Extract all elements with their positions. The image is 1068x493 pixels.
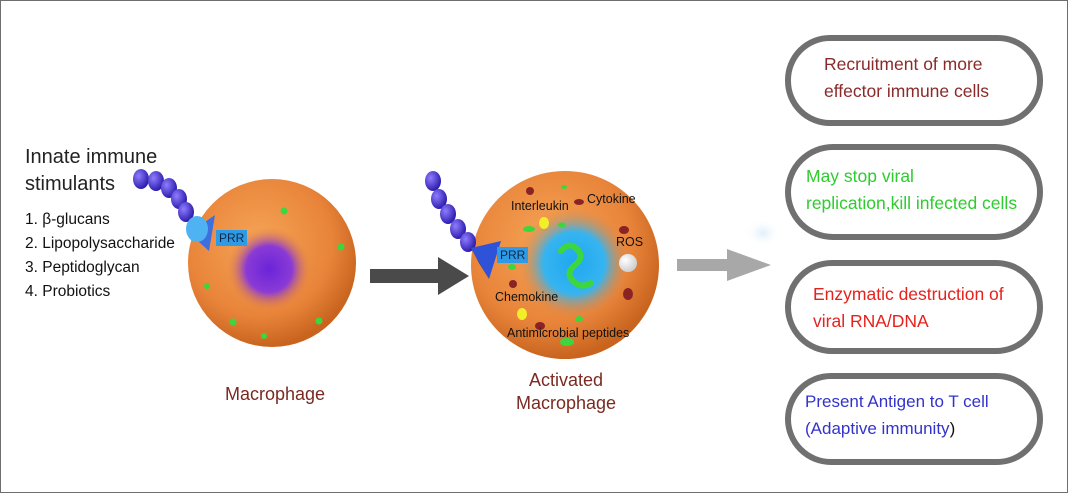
list-item: 2. Lipopolysaccharide (25, 235, 175, 252)
interleukin-label: Interleukin (511, 199, 569, 213)
chemokine-label: Chemokine (495, 290, 559, 304)
macrophage-cell (188, 179, 356, 347)
outcome-arrow (677, 249, 771, 281)
activated-granules-dark (509, 187, 633, 330)
activated-macrophage-label: Activated Macrophage (515, 370, 617, 413)
activation-arrow (370, 257, 469, 295)
outcome-text-4: Present Antigen to T cell (Adaptive immu… (805, 392, 989, 438)
outcome-text-1: Recruitment of more effector immune cell… (824, 54, 990, 101)
viral-genome-strand (558, 242, 594, 289)
outcome-text-2: May stop viral replication,kill infected… (806, 166, 1018, 213)
outcome-pill-4 (785, 373, 1043, 465)
activated-prr-label: PRR (497, 247, 529, 263)
macrophage-granules (204, 207, 345, 339)
ros-label: ROS (616, 235, 644, 249)
list-item: 1. β-glucans (25, 211, 110, 228)
outcome-pills (785, 35, 1043, 465)
interleukin-granule (539, 217, 549, 229)
prr-label: PRR (216, 230, 248, 246)
list-item: 3. Peptidoglycan (25, 259, 140, 276)
outcome-pill-3 (785, 260, 1043, 354)
activated-granules-green (508, 185, 583, 346)
outcome-pill-2 (785, 144, 1043, 240)
list-item: 4. Probiotics (25, 283, 111, 300)
stimulants-list: 1. β-glucans 2. Lipopolysaccharide 3. Pe… (25, 208, 175, 304)
stimulants-heading: Innate immune stimulants (25, 146, 158, 195)
background-glow (745, 219, 781, 247)
macrophage-nucleus (227, 227, 311, 311)
macrophage-label: Macrophage (225, 384, 326, 404)
activated-macrophage-cell (471, 171, 659, 359)
stimulant-ligand-chain (133, 169, 215, 251)
outcome-text-3: Enzymatic destruction of viral RNA/DNA (813, 284, 1004, 331)
antimicrobial-granule (517, 308, 527, 320)
ros-particle (619, 254, 637, 272)
activated-ligand-chain (425, 171, 501, 279)
antimicrobial-label: Antimicrobial peptides (507, 326, 630, 340)
cytokine-label: Cytokine (587, 192, 636, 206)
outcome-pill-1 (785, 35, 1043, 126)
